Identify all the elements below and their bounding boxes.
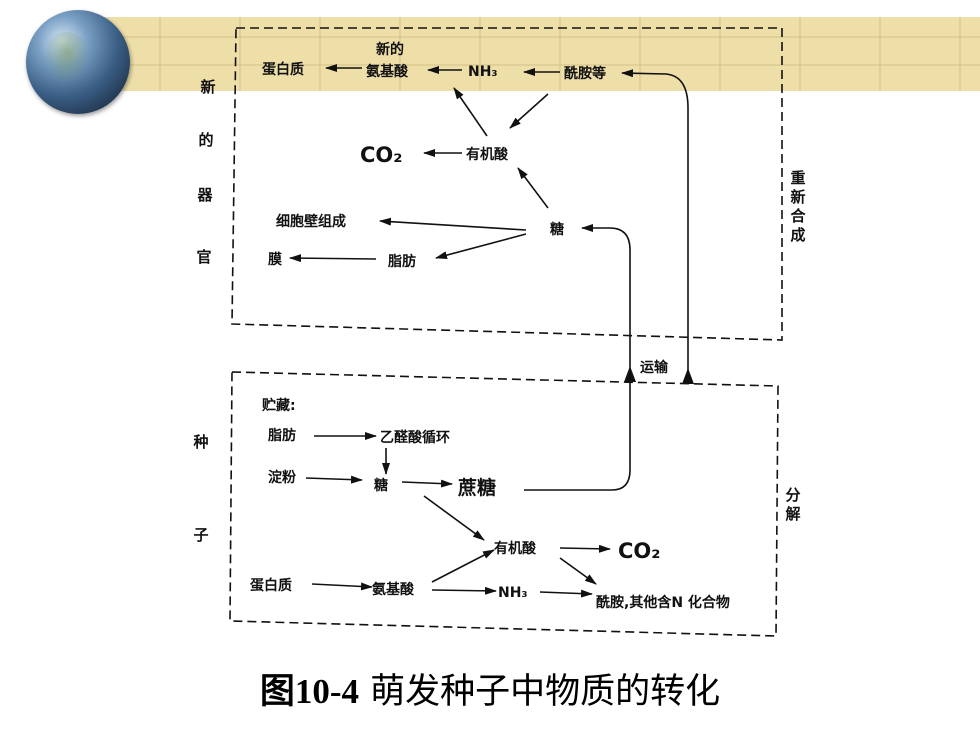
globe-logo: [26, 10, 130, 114]
arrow-acid-to-amino: [453, 87, 488, 137]
resynthesis-label-1: 重: [790, 169, 805, 187]
membrane-label: 膜: [268, 251, 282, 268]
sugar-seed: 糖: [374, 477, 388, 494]
figure-number: 图10-4: [259, 672, 359, 711]
sugar-top: 糖: [550, 221, 564, 238]
arrow-starch-to-sugar: [305, 475, 363, 484]
arrow-sugar-to-fat: [435, 233, 527, 260]
seed-box: [229, 371, 779, 637]
co2-top: CO₂: [360, 143, 402, 167]
fat-top: 脂肪: [387, 253, 416, 270]
seed-label-1: 种: [192, 433, 208, 451]
protein-top: 蛋白质: [262, 61, 304, 78]
amino-acid-seed: 氨基酸: [372, 581, 415, 598]
arrow-amino-to-nh3: [431, 586, 497, 595]
organ-label-3: 器: [196, 186, 213, 204]
sucrose-label: 蔗糖: [457, 476, 496, 499]
co2-seed: CO₂: [618, 539, 660, 563]
protein-seed: 蛋白质: [250, 577, 292, 594]
amide-etc: 酰胺等: [564, 65, 606, 82]
banner-grid: [100, 17, 980, 91]
figure-title: 萌发种子中物质的转化: [359, 672, 721, 712]
figure-caption: 图10-4 萌发种子中物质的转化: [0, 663, 980, 714]
arrow-transport-right: [621, 69, 689, 372]
cell-wall-label: 细胞壁组成: [276, 213, 346, 230]
resynthesis-label-3: 合: [789, 207, 806, 225]
resynthesis-label-4: 成: [790, 226, 805, 244]
organ-label-4: 官: [196, 248, 211, 266]
arrow-sugar-to-acid: [517, 167, 549, 209]
starch-seed: 淀粉: [268, 469, 296, 486]
organic-acid-top: 有机酸: [466, 146, 509, 163]
arrow-sugar-to-cellwall: [379, 217, 527, 231]
seed-label-2: 子: [193, 526, 208, 544]
nh3-top: NH₃: [468, 64, 498, 80]
arrow-acid-to-co2: [559, 544, 611, 553]
decomposition-label-2: 解: [785, 505, 800, 523]
new-label: 新的: [376, 41, 404, 58]
arrow-protein-to-amino: [311, 582, 373, 591]
organ-label-1: 新: [200, 78, 215, 96]
transport-arrowhead-right: [682, 368, 694, 384]
amino-acid-top: 氨基酸: [366, 63, 409, 80]
transport-arrowhead-left: [624, 366, 636, 382]
amide-n-compounds: 酰胺,其他含N 化合物: [596, 594, 730, 611]
arrow-nh3-to-amide: [539, 589, 593, 598]
fat-seed: 脂肪: [267, 427, 296, 444]
arrow-amino-to-acid: [431, 549, 495, 583]
transport-label: 运输: [640, 359, 669, 376]
organic-acid-seed: 有机酸: [494, 540, 537, 557]
nh3-seed: NH₃: [498, 585, 528, 601]
organ-label-2: 的: [198, 131, 213, 149]
organ-box: [231, 27, 783, 341]
arrow-sugar-to-sucrose: [401, 479, 453, 488]
storage-label: 贮藏:: [261, 397, 296, 414]
decomposition-label-1: 分: [785, 486, 800, 504]
arrow-amide-to-acid: [509, 93, 549, 129]
arrow-acid-to-amide: [559, 557, 597, 585]
header-banner: [100, 17, 980, 91]
arrow-fat-to-membrane: [289, 254, 377, 263]
arrow-sugar-to-acid: [423, 495, 485, 541]
resynthesis-label-2: 新: [790, 188, 805, 206]
glyoxylate-cycle: 乙醛酸循环: [380, 429, 450, 446]
arrow-transport-left: [524, 224, 631, 491]
